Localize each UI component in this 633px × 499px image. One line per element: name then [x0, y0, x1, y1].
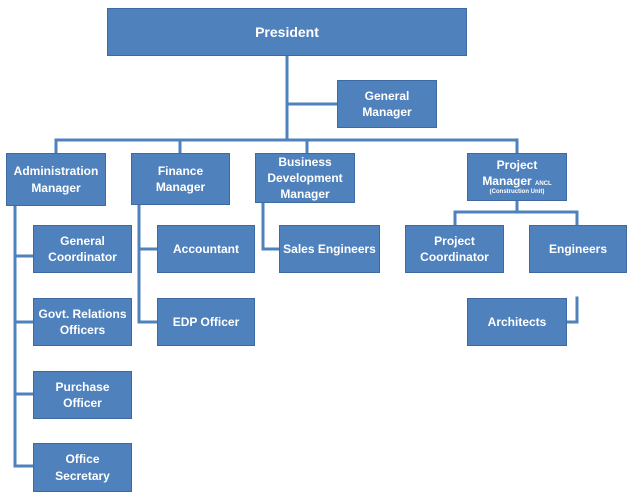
engineers-label: Engineers: [548, 241, 608, 256]
business-development-manager-label-line3: Manager: [280, 187, 330, 202]
project-coordinator-label-line1: Project: [434, 233, 475, 248]
office-secretary-box: Office Secretary: [33, 443, 132, 492]
general-coordinator-label-line2: Coordinator: [48, 250, 117, 264]
project-coordinator-box: Project Coordinator: [405, 225, 504, 273]
sales-engineers-box: Sales Engineers: [279, 225, 380, 273]
project-manager-tag: ANCL: [535, 181, 552, 188]
administration-manager-label-line2: Manager: [31, 180, 81, 195]
sales-engineers-label: Sales Engineers: [283, 241, 376, 256]
project-manager-label-line1: Project: [496, 158, 538, 173]
general-manager-label-line1: General: [364, 88, 410, 103]
project-manager-title: Manager: [482, 174, 532, 189]
office-secretary-label-line1: Office: [65, 452, 100, 467]
purchase-officer-box: Purchase Officer: [33, 371, 132, 419]
finance-manager-box: Finance Manager: [131, 153, 230, 205]
architects-label: Architects: [487, 314, 547, 329]
office-secretary-label-line2: Secretary: [55, 468, 110, 483]
project-manager-label-line2: Manager ANCL: [482, 173, 551, 189]
administration-manager-label-line1: Administration: [13, 164, 99, 179]
finance-manager-label-line2: Manager: [155, 180, 206, 194]
general-manager-box: General Manager: [337, 80, 437, 128]
president-box: President: [107, 8, 467, 56]
architects-box: Architects: [467, 298, 567, 346]
engineers-box: Engineers: [529, 225, 627, 273]
govt-relations-officers-box: Govt. Relations Officers: [33, 298, 132, 346]
general-coordinator-box: General Coordinator: [33, 225, 132, 273]
accountant-label: Accountant: [173, 241, 239, 256]
govt-relations-officers-label-line1: Govt. Relations: [38, 306, 127, 321]
finance-manager-label-line1: Finance: [157, 163, 204, 178]
project-manager-note: (Construction Unit): [489, 189, 545, 196]
purchase-officer-label-line2: Officer: [63, 396, 102, 410]
general-coordinator-label-line1: General: [60, 233, 105, 248]
business-development-manager-label-line1: Business: [278, 154, 332, 169]
business-development-manager-label-line2: Development: [267, 170, 343, 185]
administration-manager-box: Administration Manager: [6, 153, 106, 206]
business-development-manager-box: Business Development Manager: [255, 153, 355, 203]
govt-relations-officers-label-line2: Officers: [59, 323, 106, 337]
project-manager-box: Project Manager ANCL (Construction Unit): [467, 153, 567, 201]
general-manager-label-line2: Manager: [362, 105, 412, 119]
purchase-officer-label-line1: Purchase: [55, 379, 110, 394]
president-label: President: [255, 23, 319, 40]
edp-officer-label: EDP Officer: [172, 314, 240, 329]
edp-officer-box: EDP Officer: [157, 298, 255, 346]
accountant-box: Accountant: [157, 225, 255, 273]
project-coordinator-label-line2: Coordinator: [420, 250, 489, 264]
